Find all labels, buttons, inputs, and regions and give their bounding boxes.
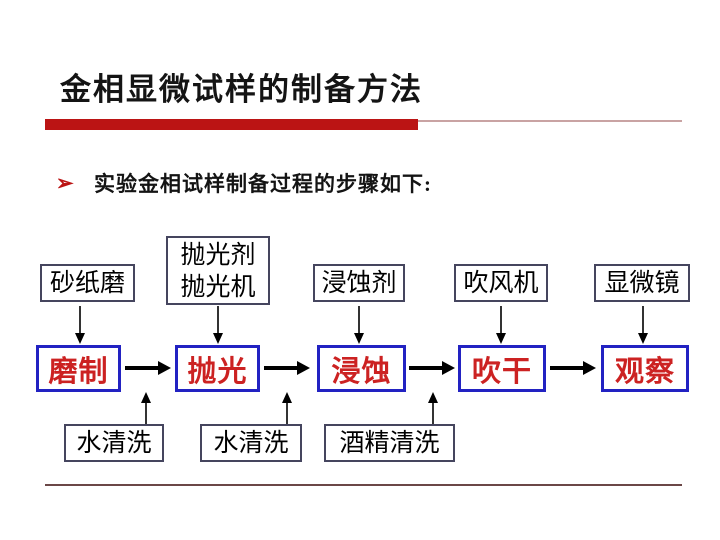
- tool-box-hairdryer: 吹风机: [454, 264, 548, 302]
- clean-box-water-2: 水清洗: [200, 424, 302, 462]
- right-arrow-2: [264, 361, 310, 375]
- step-box-grinding: 磨制: [36, 345, 121, 392]
- tool-box-etchant: 浸蚀剂: [313, 264, 405, 302]
- step-box-etching: 浸蚀: [317, 345, 406, 392]
- step-box-polishing: 抛光: [175, 345, 260, 392]
- up-arrow-2: [282, 392, 292, 424]
- down-arrow-4: [496, 306, 506, 344]
- title-underline-thick: [45, 119, 418, 130]
- step-box-observing: 观察: [601, 345, 689, 392]
- bullet-text: 实验金相试样制备过程的步骤如下:: [94, 172, 432, 196]
- tool-box-microscope: 显微镜: [594, 264, 690, 302]
- right-arrow-3: [409, 361, 455, 375]
- tool-box-polisher: 抛光剂 抛光机: [166, 236, 270, 305]
- clean-box-water-1: 水清洗: [64, 424, 164, 462]
- up-arrow-1: [141, 392, 151, 424]
- tool-box-sandpaper: 砂纸磨: [40, 264, 135, 302]
- down-arrow-1: [75, 306, 85, 344]
- down-arrow-2: [213, 306, 223, 344]
- step-box-drying: 吹干: [458, 345, 546, 392]
- slide-title: 金相显微试样的制备方法: [60, 72, 423, 107]
- down-arrow-5: [638, 306, 648, 344]
- right-arrow-4: [550, 361, 596, 375]
- clean-box-alcohol: 酒精清洗: [324, 424, 455, 462]
- right-arrow-1: [125, 361, 171, 375]
- bottom-rule: [45, 484, 682, 486]
- up-arrow-3: [428, 392, 438, 424]
- down-arrow-3: [354, 306, 364, 344]
- bullet-arrow-icon: ➢: [56, 172, 74, 195]
